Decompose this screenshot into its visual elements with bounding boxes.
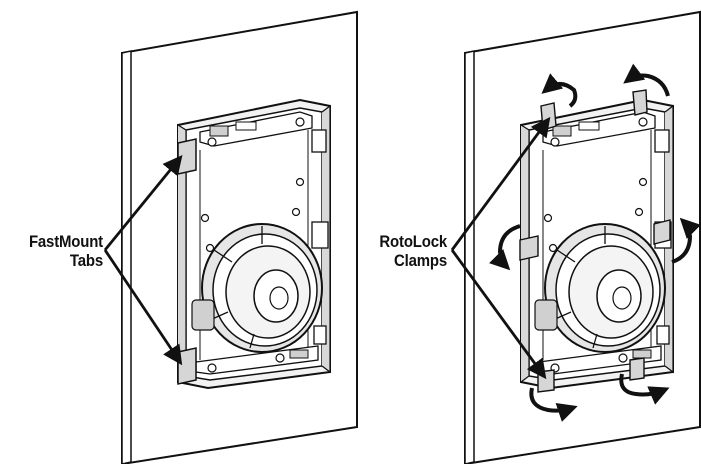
rotolock-callout-arrows xyxy=(450,116,551,380)
left-speaker-figure xyxy=(177,99,331,389)
fastmount-tabs-label: FastMount Tabs xyxy=(12,232,103,270)
fastmount-tab-top xyxy=(177,138,197,175)
fastmount-label-line2: Tabs xyxy=(69,251,103,270)
rotolock-clamps-label: RotoLock Clamps xyxy=(359,232,447,270)
fastmount-tab-bottom xyxy=(177,347,197,385)
fastmount-callout-arrows xyxy=(103,154,183,366)
right-speaker-figure xyxy=(520,99,674,389)
fastmount-label-line1: FastMount xyxy=(28,232,103,251)
rotate-arrow-icons xyxy=(489,63,701,422)
rotolock-label-line2: Clamps xyxy=(394,251,447,270)
rotolock-label-line1: RotoLock xyxy=(379,232,447,251)
